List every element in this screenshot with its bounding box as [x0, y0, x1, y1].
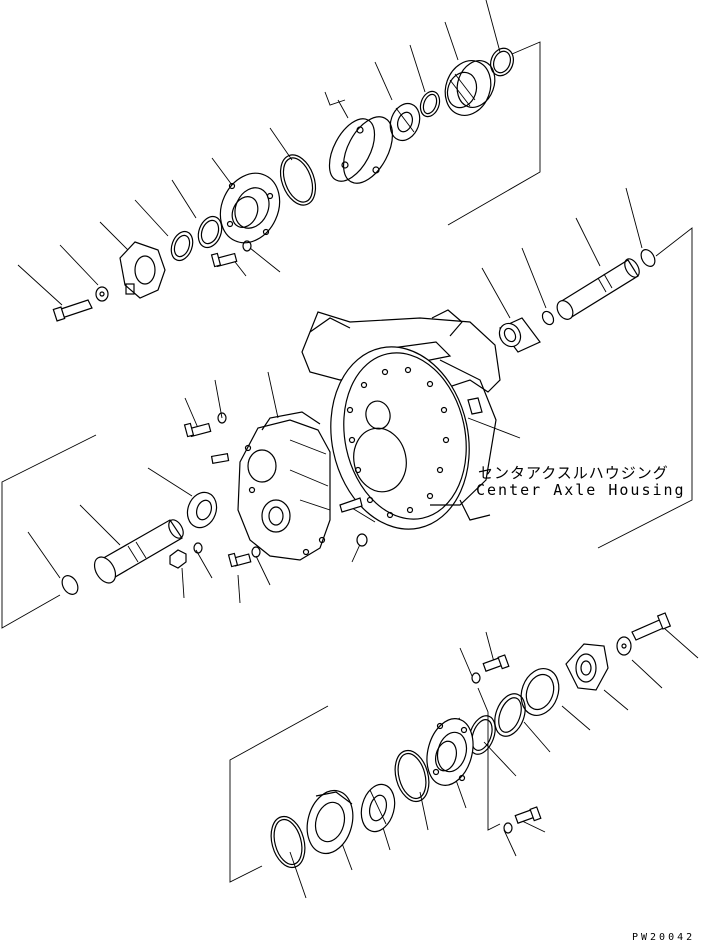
snap-ring-left — [61, 575, 79, 595]
gear-case — [237, 411, 331, 561]
seal-bottom — [520, 668, 560, 716]
ring-right — [541, 310, 555, 326]
snap-ring-right — [640, 249, 656, 267]
bracket-right — [597, 227, 693, 549]
bearing-cone-top — [389, 102, 421, 142]
bearing-large — [444, 60, 496, 116]
coupling-flange-bottom — [565, 643, 609, 691]
cage-flange-bottom — [426, 718, 474, 786]
ring-small-top — [419, 90, 441, 118]
o-ring-bottom-mid — [394, 749, 430, 803]
bolt-bottom-right — [616, 612, 672, 656]
bracket-top-right — [447, 41, 541, 226]
leader-lines-top — [17, 0, 501, 306]
bolt-washer-bottom-top — [471, 654, 510, 684]
center-axle-housing — [301, 309, 501, 530]
sleeve-right — [498, 317, 541, 353]
housing-label-japanese: センタアクスルハウジング — [478, 464, 669, 482]
housing-label-english: Center Axle Housing — [476, 481, 686, 499]
bearing-cone-mid — [186, 491, 218, 529]
seal-rings-top — [170, 215, 223, 262]
bracket-bottom-bolts — [477, 687, 501, 831]
nut-washer-left — [169, 542, 203, 569]
drawing-code: PW20042 — [632, 932, 696, 943]
bolt-washer-bottom-low — [503, 806, 542, 834]
coupling-yoke-top — [119, 241, 166, 299]
bracket-bottom-left — [229, 705, 329, 883]
bracket-left — [1, 434, 97, 629]
leader-lines-right — [481, 187, 643, 319]
snap-ring-top — [490, 47, 514, 77]
o-ring-bottom-left — [270, 815, 306, 869]
housing-callout-leader — [467, 417, 521, 439]
bolts-mid — [183, 412, 368, 568]
output-shaft-right — [556, 258, 640, 320]
input-shaft-left — [93, 519, 184, 584]
rings-bottom — [468, 693, 526, 755]
cage-bottom — [306, 789, 354, 855]
bearing-cone-bottom — [360, 783, 396, 833]
cage-flange-top — [219, 172, 281, 244]
leader-lines-mid — [27, 371, 376, 604]
bolt-washer-top — [52, 286, 109, 322]
bolt-washer-mid — [210, 240, 252, 268]
shim-plates — [328, 116, 394, 184]
o-ring-top — [279, 154, 317, 206]
